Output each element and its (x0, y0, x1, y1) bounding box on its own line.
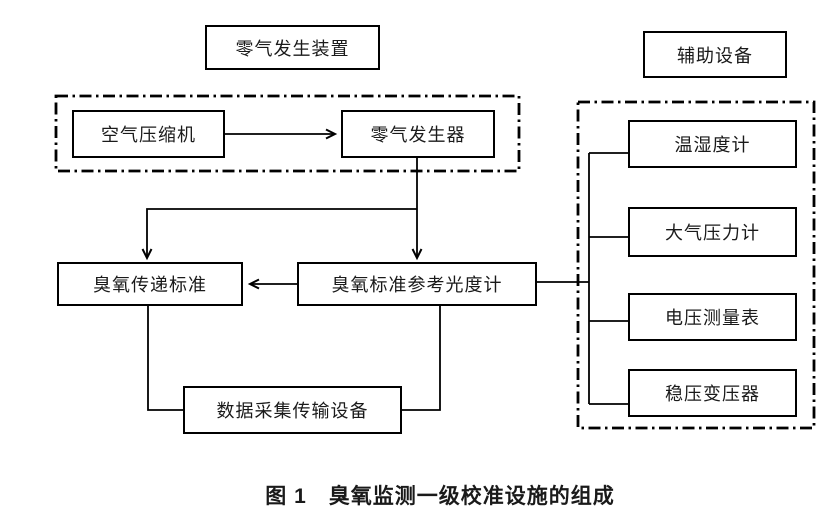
arrow-generator-to-transfer-standard (141, 208, 417, 261)
auxiliary-group-frame (576, 100, 816, 430)
group-title-auxiliary-equipment: 辅助设备 (643, 31, 787, 78)
node-barometer: 大气压力计 (628, 207, 797, 257)
zero-gas-group-frame (54, 94, 521, 173)
node-data-acquisition: 数据采集传输设备 (183, 386, 402, 434)
node-thermo-hygrometer: 温湿度计 (628, 120, 797, 168)
node-ozone-transfer-standard: 臭氧传递标准 (57, 262, 243, 306)
node-air-compressor: 空气压缩机 (72, 110, 225, 158)
group-title-zero-gas-device: 零气发生装置 (205, 25, 380, 70)
node-voltage-meter: 电压测量表 (628, 293, 797, 341)
line-photometer-to-data (402, 306, 441, 411)
node-voltage-stabilizer: 稳压变压器 (628, 369, 797, 417)
node-zero-gas-generator: 零气发生器 (341, 110, 495, 158)
figure-caption: 图 1 臭氧监测一级校准设施的组成 (265, 485, 615, 508)
node-ozone-reference-photometer: 臭氧标准参考光度计 (297, 262, 537, 306)
line-transfer-standard-to-data (147, 306, 183, 411)
